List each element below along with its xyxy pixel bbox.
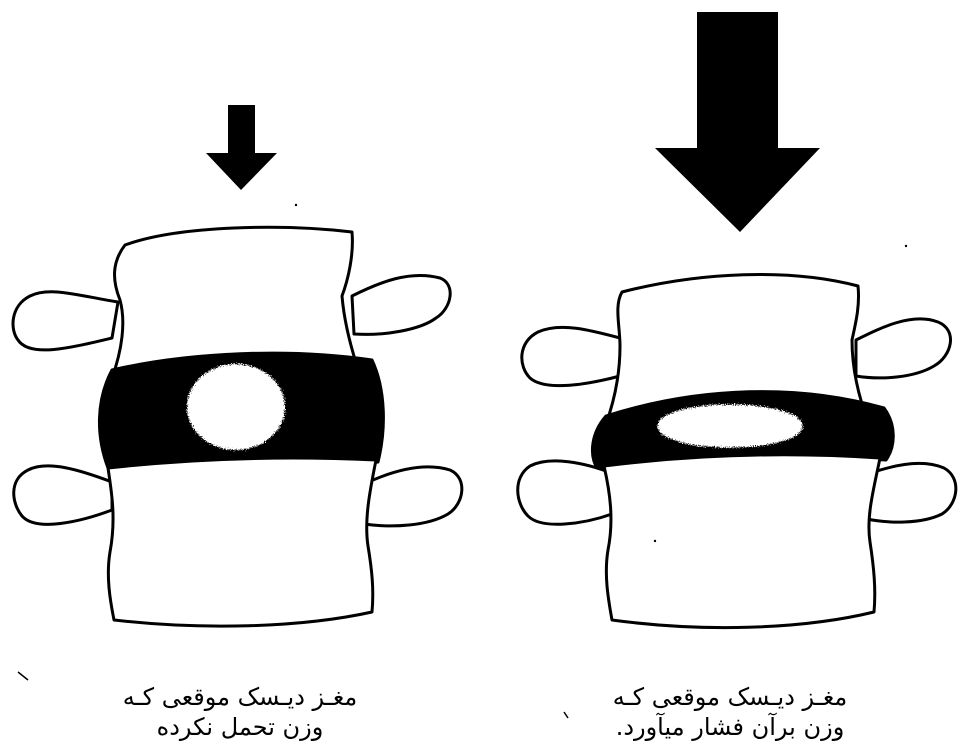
lower-left-process [518,461,614,524]
caption-line-1: مغـز دیـسک موقعی کـه [90,682,390,712]
loaded-disc-illustration [518,12,956,628]
disc-nucleus-flattened [660,407,800,445]
caption-line-2: وزن تحمل نکرده [90,712,390,742]
upper-left-process [13,292,118,350]
small-load-arrow-icon [206,105,277,190]
upper-left-process [522,327,620,385]
lower-right-process [364,467,462,526]
loaded-disc-caption: مغـز دیـسک موقعی کـه وزن برآن فشار میآور… [580,682,880,742]
caption-line-1: مغـز دیـسک موقعی کـه [580,682,880,712]
scan-mark [18,672,28,680]
lower-vertebra [604,455,880,628]
unloaded-disc-illustration [13,105,462,626]
unloaded-disc-caption: مغـز دیـسک موقعی کـه وزن تحمل نکرده [90,682,390,742]
caption-line-2: وزن برآن فشار میآورد. [580,712,880,742]
upper-right-process [856,319,950,378]
scan-speck [654,540,656,542]
lower-left-process [14,466,112,524]
scan-mark [564,712,568,718]
scan-speck [295,204,297,206]
lower-vertebra [108,458,376,626]
large-load-arrow-icon [655,12,820,232]
disc-nucleus-round [190,367,282,447]
upper-right-process [352,275,450,334]
scan-speck [905,245,907,247]
